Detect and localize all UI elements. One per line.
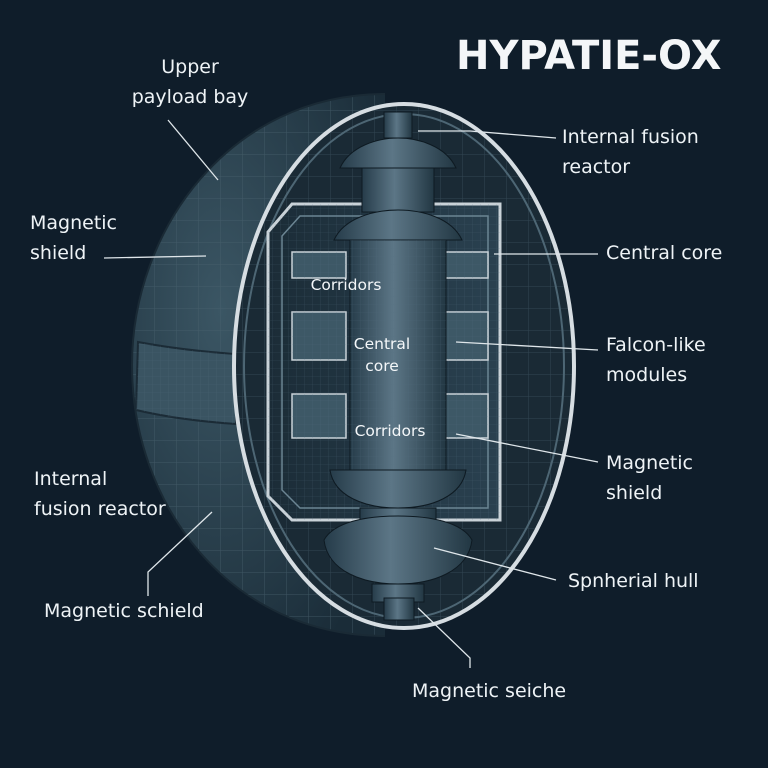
inner-label-corridors-bottom: Corridors bbox=[354, 422, 426, 440]
label-upper-payload-bay: Upper payload bay bbox=[131, 56, 249, 108]
leader-internal-fusion-left bbox=[147, 511, 213, 596]
label-magnetic-schield: Magnetic schield bbox=[44, 600, 204, 622]
label-spherial-hull: Spnherial hull bbox=[568, 570, 699, 592]
leader-magnetic-shield-right bbox=[455, 433, 599, 463]
label-internal-fusion-reactor-left: Internal fusion reactor bbox=[34, 468, 166, 520]
inner-label-central-core: Central core bbox=[353, 335, 411, 375]
leader-falcon-modules bbox=[455, 341, 599, 351]
leader-internal-fusion-right bbox=[418, 130, 557, 139]
leader-spherial-hull bbox=[433, 547, 557, 581]
diagram-title: HYPATIE-OX bbox=[456, 33, 722, 79]
leader-magnetic-shield-left bbox=[103, 255, 207, 259]
leader-magnetic-seiche bbox=[417, 607, 471, 668]
label-falcon-like-modules: Falcon-like modules bbox=[606, 334, 706, 386]
leader-upper-payload-bay bbox=[167, 119, 219, 181]
label-internal-fusion-reactor-right: Internal fusion reactor bbox=[562, 126, 699, 178]
label-magnetic-shield-left: Magnetic shield bbox=[30, 212, 118, 264]
equatorial-band bbox=[134, 340, 237, 426]
label-magnetic-seiche: Magnetic seiche bbox=[412, 680, 567, 702]
label-central-core-right: Central core bbox=[606, 242, 723, 264]
central-core-column bbox=[323, 111, 473, 621]
inner-label-corridors-top: Corridors bbox=[310, 276, 382, 294]
leader-lines bbox=[103, 119, 599, 668]
label-magnetic-shield-right: Magnetic shield bbox=[606, 452, 694, 504]
